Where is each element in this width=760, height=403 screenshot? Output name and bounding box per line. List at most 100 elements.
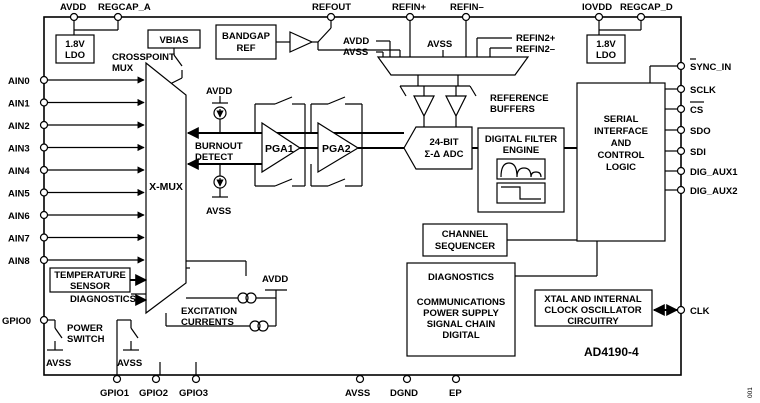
pin-gpio0 [39, 315, 49, 325]
excitation-source-2a [249, 320, 261, 332]
pin-avdd [69, 12, 79, 22]
pin-refin-m [461, 12, 471, 22]
pin-gpio1 [112, 374, 122, 384]
pin-ain-7-label: AIN7 [8, 234, 30, 245]
digital-filter-line2: ENGINE [503, 145, 539, 156]
pin-regcap-a-label: REGCAP_A [98, 2, 151, 13]
pin-regcap-a [113, 12, 123, 22]
pin-regcap-d [636, 12, 646, 22]
vbias-label: VBIAS [159, 35, 188, 46]
ref-avdd-label: AVDD [343, 36, 369, 47]
bottom-pins: GPIO1 GPIO2 GPIO3 AVSS DGND EP [100, 374, 462, 399]
channel-sequencer-line1: CHANNEL [442, 229, 489, 240]
power-switch-avss: AVSS [46, 358, 71, 369]
pin-dig-aux1 [676, 166, 686, 176]
diagnostics-left-label: DIAGNOSTICS [70, 294, 136, 305]
diagnostics-box-title: DIAGNOSTICS [428, 272, 494, 283]
bandgap-box [215, 24, 277, 60]
filter-response-step [496, 182, 546, 204]
excitation-line2: CURRENTS [181, 317, 234, 328]
pin-ain-7 [39, 233, 49, 242]
pin-ep [451, 374, 461, 384]
digital-filter-line1: DIGITAL FILTER [485, 134, 557, 145]
part-number: AD4190-4 [584, 345, 639, 359]
pin-dgnd [402, 374, 412, 384]
pin-ain-2-label: AIN2 [8, 121, 30, 132]
x-mux-label: X-MUX [149, 181, 183, 193]
excitation-avdd-label: AVDD [262, 274, 288, 285]
diagnostics-box-line3: SIGNAL CHAIN [427, 319, 496, 330]
pin-ain-2 [39, 120, 49, 130]
bandgap-line2: REF [237, 43, 256, 54]
pin-ain-0 [39, 75, 49, 85]
diagnostics-box-line2: POWER SUPPLY [423, 308, 499, 319]
ref-avss-mid-label: AVSS [427, 39, 452, 50]
diagnostics-box [406, 262, 516, 357]
pin-sdo [676, 125, 686, 135]
pin-ep-label: EP [449, 388, 462, 399]
ldo-left-line1: 1.8V [65, 39, 85, 50]
reference-mux [376, 56, 530, 76]
pin-ain-0-label: AIN0 [8, 76, 30, 87]
burnout-line2: DETECT [195, 152, 233, 163]
pin-refout [326, 12, 336, 22]
pin-avss-label: AVSS [345, 388, 370, 399]
temperature-sensor-box [49, 267, 131, 293]
figure-code: 001 [747, 387, 754, 398]
ldo-left-box [55, 34, 95, 64]
pin-cs-label: CS [690, 105, 703, 116]
pin-ain-5-label: AIN5 [8, 189, 30, 200]
pin-sclk-label: SCLK [690, 85, 716, 96]
top-pins: AVDD REGCAP_A REFOUT REFIN+ REFIN– IOVDD… [60, 2, 673, 22]
excitation-line1: EXCITATION [181, 306, 237, 317]
xtal-line3: CIRCUITRY [567, 316, 619, 327]
serial-line2: INTERFACE [594, 126, 648, 137]
pin-sdo-label: SDO [690, 126, 711, 137]
ldo-right-box [586, 34, 626, 64]
pin-clk-label: CLK [690, 306, 710, 317]
pin-ain-1 [39, 98, 49, 107]
diagnostics-box-line1: COMMUNICATIONS [417, 297, 505, 308]
refin2-p-label: REFIN2+ [516, 33, 556, 44]
burnout-line1: BURNOUT [195, 141, 243, 152]
pin-clk [676, 305, 686, 315]
xtal-line2: CLOCK OSCILLATOR [544, 305, 641, 316]
x-mux [145, 61, 187, 315]
pin-sync-in [676, 61, 686, 71]
pga1-label: PGA1 [265, 143, 294, 155]
pin-ain-5 [39, 188, 49, 197]
pin-gpio3-label: GPIO3 [179, 388, 208, 399]
pin-ain-1-label: AIN1 [8, 99, 30, 110]
xtal-box [534, 289, 653, 327]
pin-dig-aux2 [676, 185, 686, 195]
ref-avss-label: AVSS [343, 47, 368, 58]
pin-sync-in-label: SYNC_IN [690, 62, 731, 73]
pin-ain-3-label: AIN3 [8, 144, 30, 155]
temp-sensor-line1: TEMPERATURE [54, 270, 126, 281]
pga1 [261, 121, 302, 174]
gpio-avss-label: AVSS [117, 358, 142, 369]
pin-sclk [676, 84, 686, 94]
refout-buffer-amp [289, 31, 314, 53]
pin-ain-6 [39, 210, 49, 220]
burnout-avss-label: AVSS [206, 206, 231, 217]
adc-line2: Σ-Δ ADC [425, 149, 464, 160]
pin-gpio1-label: GPIO1 [100, 388, 130, 399]
ldo-right-line2: LDO [596, 50, 616, 61]
pga2-label: PGA2 [322, 143, 351, 155]
pin-cs [676, 104, 686, 114]
pin-gpio2 [151, 374, 161, 384]
ref-buffers-line2: BUFFERS [490, 104, 535, 115]
pin-refin-p [405, 12, 415, 22]
pin-gpio0-label: GPIO0 [2, 316, 31, 327]
pin-iovdd [594, 12, 604, 22]
channel-sequencer-line2: SEQUENCER [435, 241, 495, 252]
pin-sdi-label: SDI [690, 147, 706, 158]
adc-block [403, 126, 473, 170]
adc-line1: 24-BIT [429, 137, 458, 148]
pin-refout-label: REFOUT [312, 2, 351, 13]
pin-refin-p-label: REFIN+ [392, 2, 427, 13]
ldo-left-line2: LDO [65, 50, 85, 61]
excitation-source-1a [237, 292, 249, 304]
